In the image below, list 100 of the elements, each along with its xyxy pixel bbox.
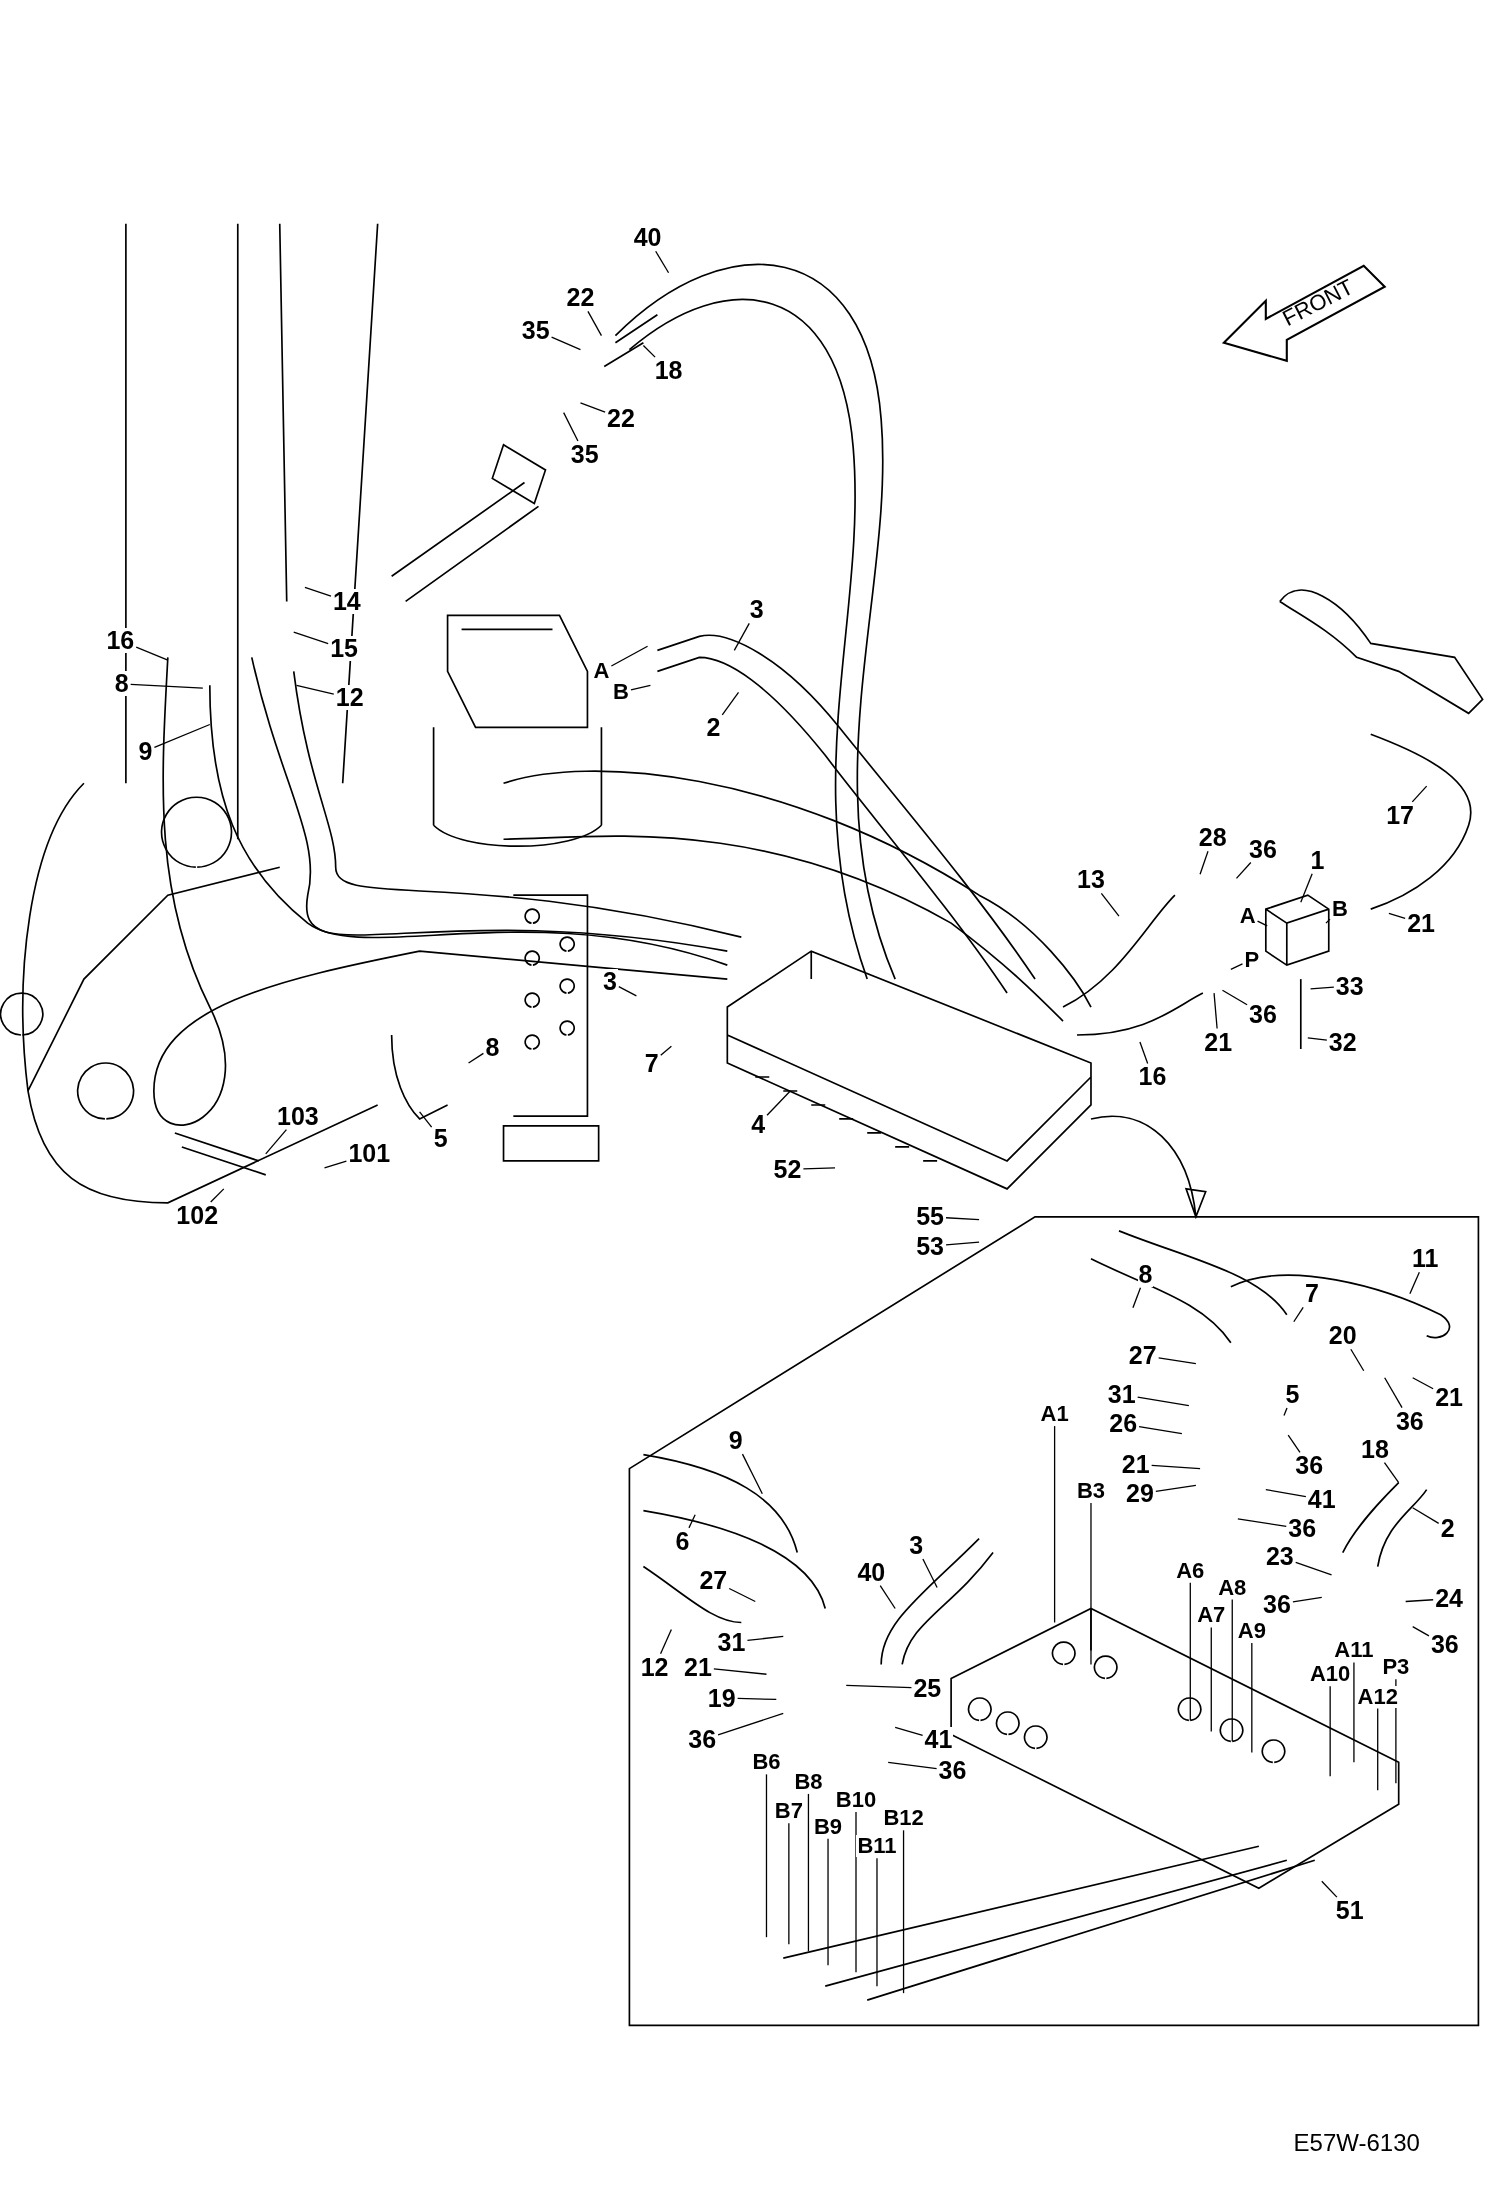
leader-line [713, 1668, 768, 1675]
leader-line [945, 1217, 980, 1221]
leader-line [737, 1697, 777, 1701]
leader-line [855, 1811, 857, 1973]
leader-line [1329, 1685, 1331, 1777]
leader-line [688, 1514, 696, 1529]
leader-line [1283, 1407, 1288, 1417]
port-label: A12 [1356, 1685, 1399, 1708]
leader-line [610, 645, 649, 667]
leader-line [304, 586, 332, 597]
leader-line [887, 1761, 938, 1770]
leader-line [1292, 1596, 1323, 1603]
leader-line [642, 344, 656, 358]
port-label: B11 [856, 1835, 898, 1858]
leader-line [1132, 1287, 1142, 1309]
drawing-number: E57W-6130 [1292, 2130, 1421, 2156]
leader-line [1388, 912, 1406, 919]
leader-line [265, 1129, 288, 1155]
leader-line [1155, 1484, 1197, 1493]
leader-line [660, 1045, 672, 1056]
leader-line [1199, 850, 1209, 875]
leader-line [1377, 1707, 1379, 1791]
leader-line [1100, 892, 1120, 917]
leader-line [1137, 1396, 1190, 1407]
leader-line [418, 1111, 433, 1128]
leader-line [1411, 785, 1428, 803]
leader-line [788, 1822, 790, 1945]
leader-line [1412, 1377, 1434, 1390]
leader-line [1295, 1561, 1333, 1576]
leader-line [1300, 873, 1313, 903]
leader-line [746, 1635, 784, 1641]
leader-line [1265, 1488, 1307, 1498]
leader-line [293, 631, 329, 645]
leader-line [879, 1585, 896, 1610]
leader-line [1321, 1880, 1338, 1898]
leader-line [579, 402, 606, 413]
leader-line [655, 250, 670, 274]
leader-line [1412, 1626, 1430, 1637]
leader-line [1405, 1599, 1434, 1603]
leader-line [766, 1090, 791, 1116]
leader-line [876, 1857, 878, 1987]
callout-number: 16 [105, 628, 136, 654]
leader-line [1293, 1306, 1304, 1323]
leader-line [1189, 1582, 1191, 1722]
leader-line [1409, 1271, 1420, 1295]
callout-number: 14 [331, 588, 362, 614]
leader-line [1235, 861, 1252, 880]
leader-line [659, 1628, 672, 1655]
leader-line [563, 411, 579, 442]
leader-line [467, 1052, 485, 1064]
callout-number: 12 [334, 685, 365, 711]
leader-line [618, 985, 638, 997]
leader-line [1384, 1377, 1403, 1409]
leader-line [728, 1587, 756, 1603]
leader-line [1350, 1348, 1365, 1372]
leader-line [1325, 918, 1331, 924]
leader-line [807, 1793, 810, 1952]
leader-line [894, 1726, 924, 1736]
leader-line [802, 1167, 836, 1170]
leader-line [130, 683, 204, 689]
leader-line [135, 646, 169, 661]
leader-line [1210, 1626, 1212, 1733]
leader-line [1309, 986, 1335, 990]
leader-line [741, 1453, 763, 1495]
leader-line [717, 1712, 784, 1736]
leader-line [733, 622, 750, 652]
callout-number: 8 [113, 671, 130, 697]
leader-line [1353, 1661, 1355, 1763]
leader-line [1287, 1434, 1301, 1453]
leader-line [295, 684, 335, 695]
leader-line [922, 1558, 938, 1589]
leader-line [1053, 1425, 1056, 1624]
leader-line [323, 1160, 348, 1169]
leader-line [1158, 1357, 1197, 1365]
leader-line [1151, 1464, 1201, 1470]
leader-line [1383, 1461, 1400, 1484]
leader-line [1307, 1037, 1328, 1041]
leader-line [945, 1241, 980, 1246]
leader-line [1230, 963, 1244, 970]
leader-line [1256, 920, 1268, 927]
leader-line [1138, 1425, 1183, 1435]
leader-line [827, 1838, 829, 1966]
leader-line [765, 1773, 768, 1938]
leader-line [1412, 1507, 1440, 1525]
leader-line [1237, 1518, 1287, 1527]
leader-line [1090, 1502, 1092, 1666]
callout-number: 15 [329, 636, 359, 662]
leader-line [1213, 992, 1218, 1030]
leader-line [630, 684, 652, 691]
leader-line [1139, 1041, 1149, 1065]
leader-line [1221, 989, 1248, 1006]
leader-line [210, 1188, 225, 1203]
leader-line [721, 691, 740, 716]
leader-line [845, 1684, 913, 1689]
leader-line [550, 336, 582, 351]
leader-line [1231, 1598, 1233, 1742]
leader-line [1251, 1642, 1253, 1754]
leader-line [153, 723, 211, 749]
leader-line [902, 1829, 905, 1994]
leader-line [587, 310, 603, 337]
